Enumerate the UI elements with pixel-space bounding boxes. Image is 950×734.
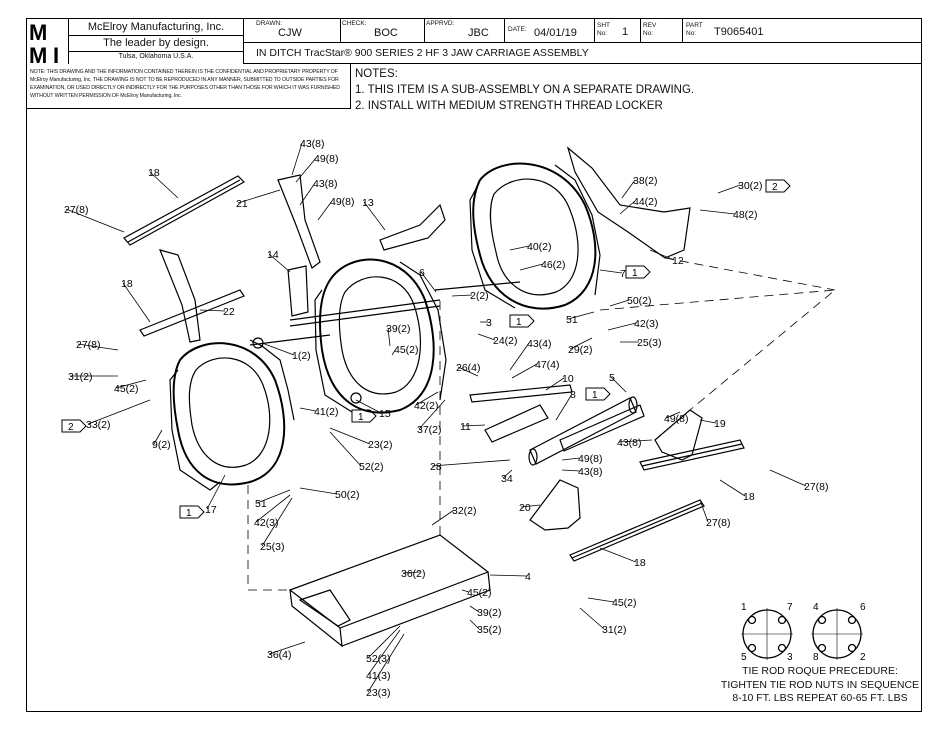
logo-letter: I bbox=[53, 43, 59, 65]
logo-letter: M bbox=[29, 20, 47, 45]
drawing-border bbox=[26, 18, 922, 712]
torque-line: 8-10 FT. LBS REPEAT 60-65 FT. LBS bbox=[732, 692, 908, 704]
logo-letter: M bbox=[29, 43, 47, 65]
torque-line: TIE ROD ROQUE PRECEDURE: bbox=[742, 665, 898, 677]
drawing-title: IN DITCH TracStar® 900 SERIES 2 HF 3 JAW… bbox=[256, 47, 589, 59]
apprvd-value: JBC bbox=[468, 27, 489, 39]
title-block: DRAWN: CJW CHECK: BOC APPRVD: JBC DATE: … bbox=[244, 18, 922, 64]
rev-label: REV bbox=[643, 22, 657, 29]
rev-no-label: No: bbox=[643, 30, 654, 37]
note-item: 2. INSTALL WITH MEDIUM STRENGTH THREAD L… bbox=[355, 100, 663, 112]
check-label: CHECK: bbox=[342, 20, 367, 27]
drawn-label: DRAWN: bbox=[256, 20, 283, 27]
drawn-value: CJW bbox=[278, 27, 302, 39]
sheet-no-label: No: bbox=[597, 30, 608, 37]
tie-rod-torque-procedure: TIE ROD ROQUE PRECEDURE: TIGHTEN TIE ROD… bbox=[720, 665, 920, 706]
confidentiality-notice: NOTE: THIS DRAWING AND THE INFORMATION C… bbox=[30, 69, 340, 99]
check-value: BOC bbox=[374, 27, 398, 39]
part-number: T9065401 bbox=[714, 26, 764, 38]
notes-heading: NOTES: bbox=[355, 68, 398, 80]
sheet-value: 1 bbox=[622, 26, 629, 38]
part-label: PART bbox=[686, 22, 703, 29]
note-item: 1. THIS ITEM IS A SUB-ASSEMBLY ON A SEPA… bbox=[355, 84, 695, 96]
company-block: McElroy Manufacturing, Inc. The leader b… bbox=[68, 18, 244, 64]
notes-block: NOTES: 1. THIS ITEM IS A SUB-ASSEMBLY ON… bbox=[355, 66, 694, 114]
sheet-label: SHT bbox=[597, 22, 610, 29]
apprvd-label: APPRVD: bbox=[426, 20, 455, 27]
torque-line: TIGHTEN TIE ROD NUTS IN SEQUENCE bbox=[720, 678, 920, 691]
date-value: 04/01/19 bbox=[534, 27, 577, 39]
mmi-logo: M M I bbox=[29, 20, 59, 65]
date-label: DATE: bbox=[508, 26, 527, 33]
company-name: McElroy Manufacturing, Inc. bbox=[87, 21, 225, 33]
company-location: Tulsa, Oklahoma U.S.A. bbox=[118, 53, 194, 60]
company-tagline: The leader by design. bbox=[103, 37, 209, 49]
part-no-label: No: bbox=[686, 30, 697, 37]
